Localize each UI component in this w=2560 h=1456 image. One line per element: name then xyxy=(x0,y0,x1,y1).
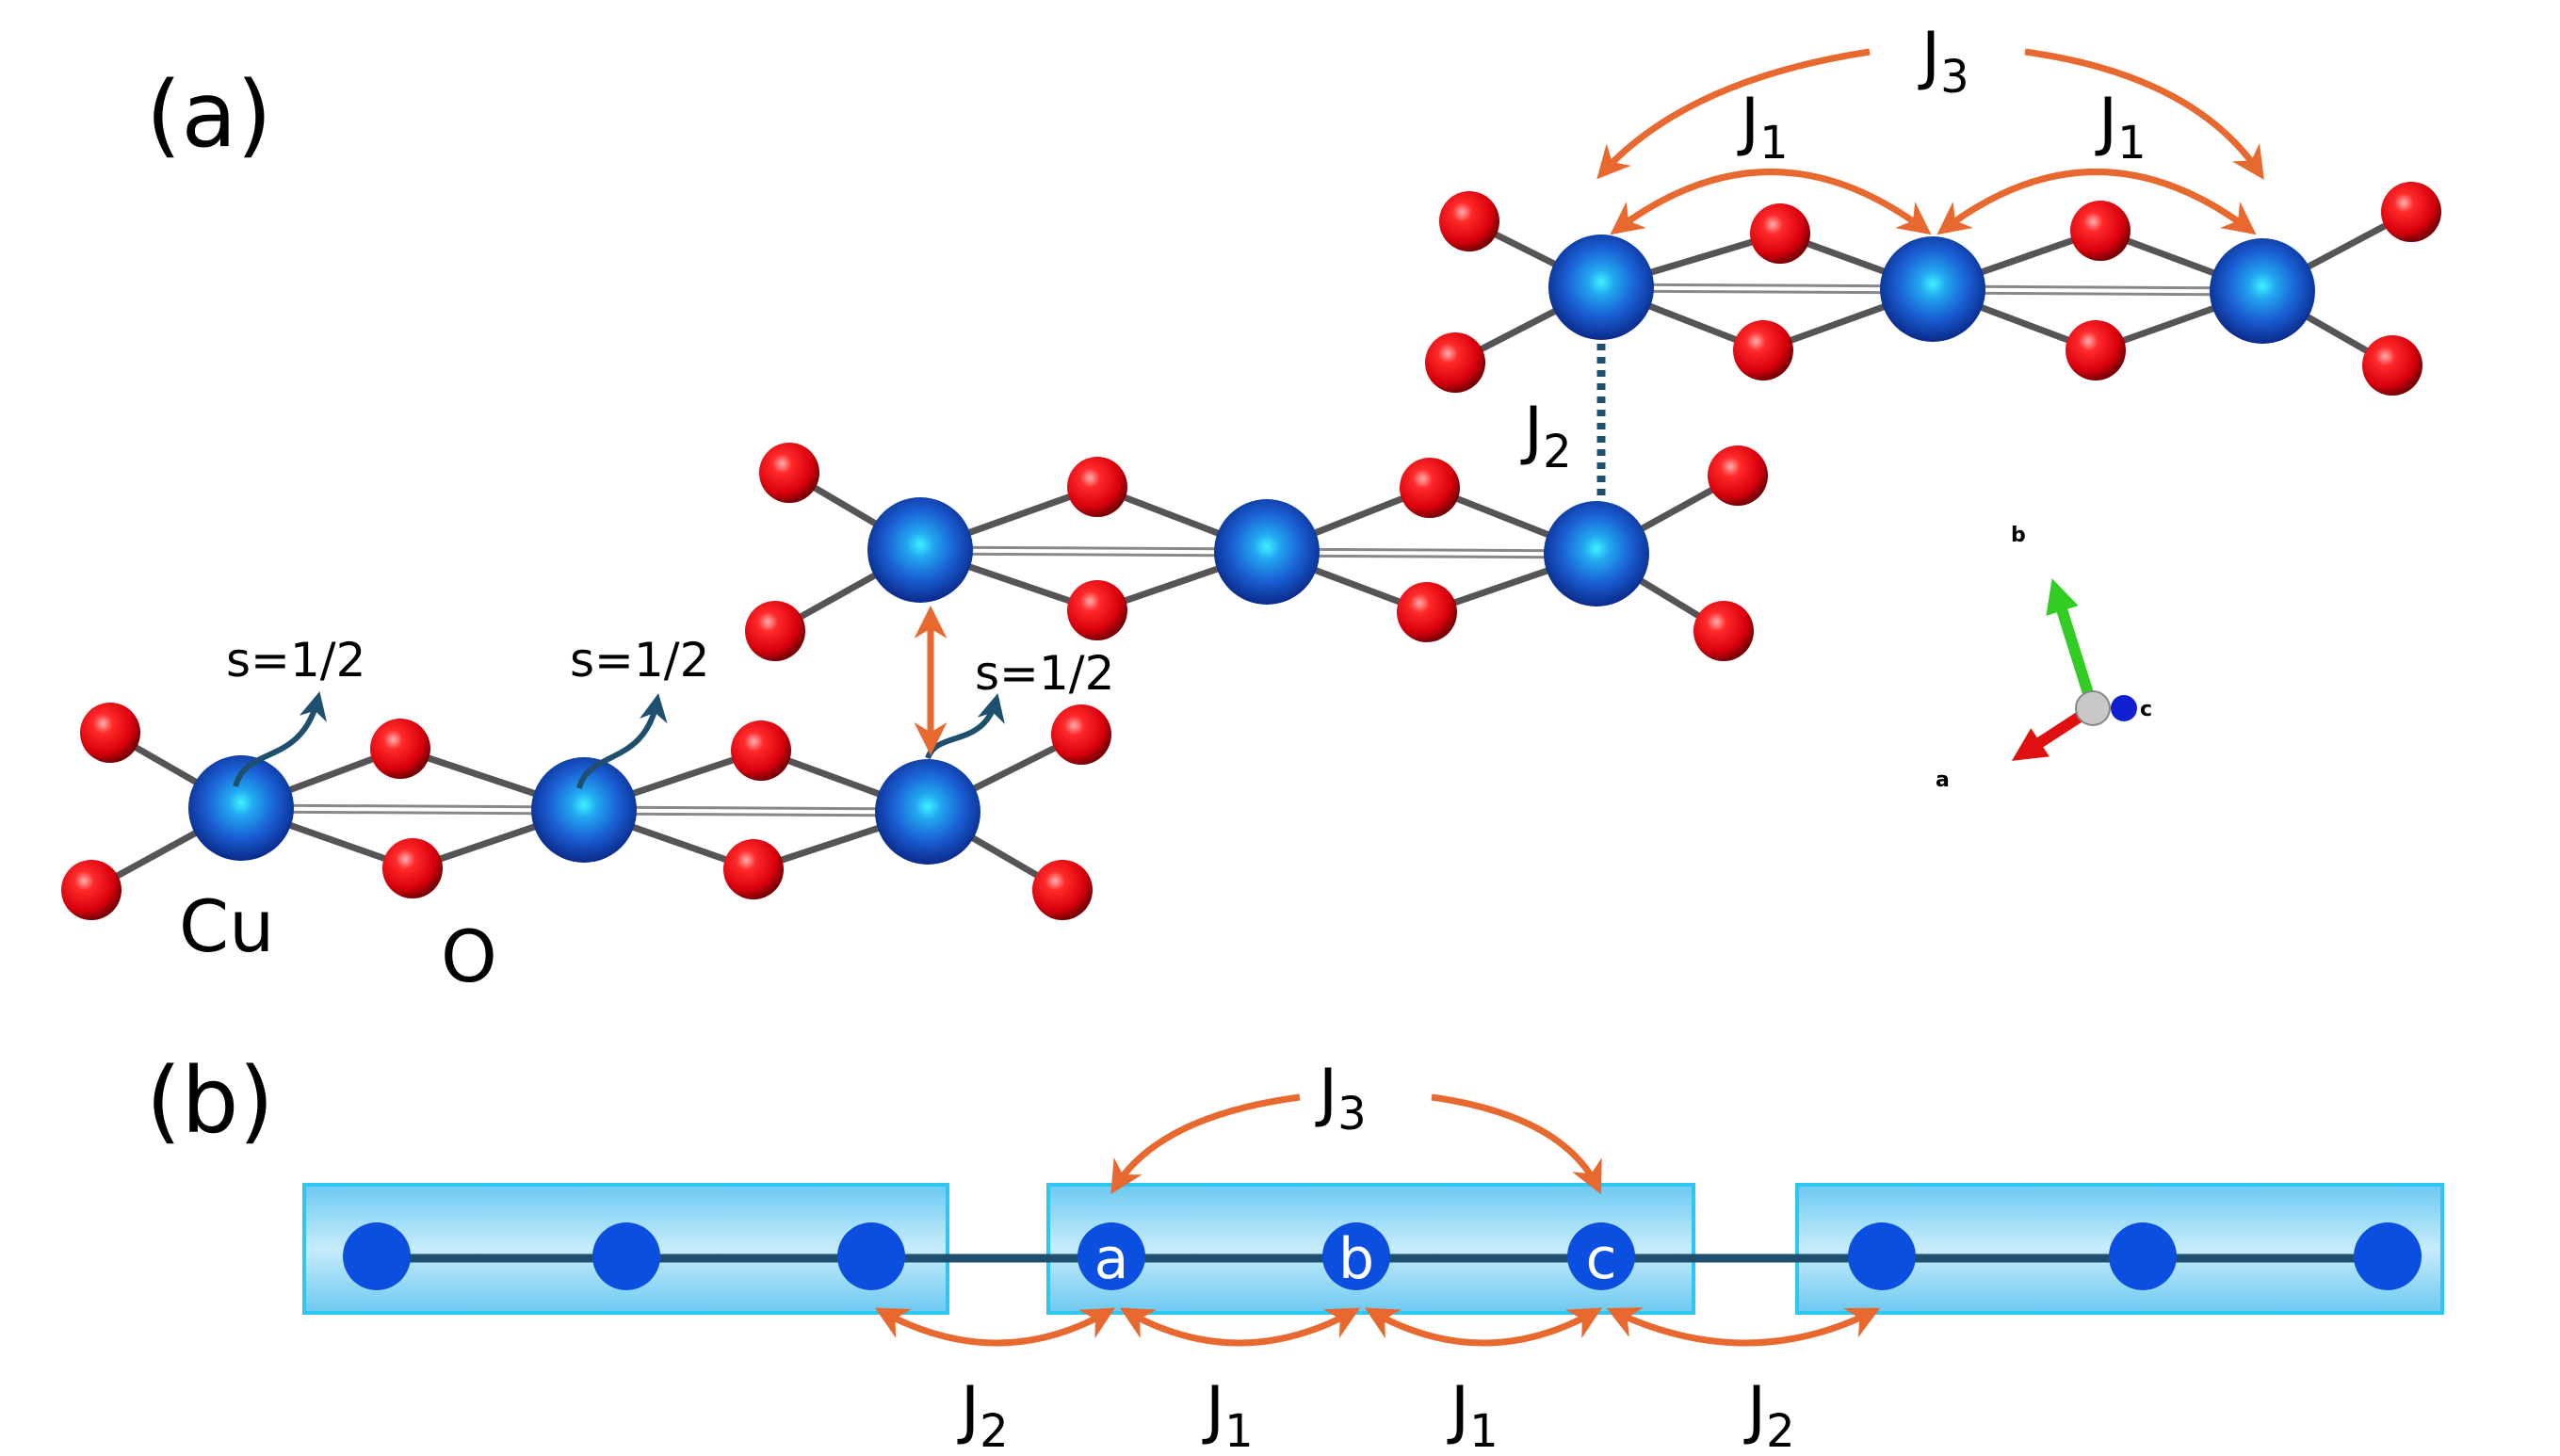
panel-b-label: (b) xyxy=(146,1048,274,1154)
copper-atom xyxy=(867,497,973,603)
site-label-c: c xyxy=(1586,1226,1617,1292)
chain-site xyxy=(1077,1222,1145,1290)
oxygen-atom xyxy=(1032,860,1093,920)
axis-a-label: a xyxy=(1936,768,1950,792)
j2-label: J2 xyxy=(1520,394,1572,478)
axis-c-label: c xyxy=(2140,698,2152,721)
oxygen-atom xyxy=(370,719,430,779)
copper-atom xyxy=(875,759,980,865)
oxygen-atom xyxy=(1693,601,1754,661)
j1-label: J1 xyxy=(2095,85,2147,170)
panel-a-label: (a) xyxy=(146,62,272,168)
oxygen-atom xyxy=(731,720,791,781)
chain-site xyxy=(2109,1222,2177,1290)
oxygen-atom xyxy=(61,860,122,920)
copper-atom xyxy=(188,755,294,861)
j1-label: J1 xyxy=(1202,1373,1254,1456)
copper-atom xyxy=(1544,501,1649,607)
oxygen-atom xyxy=(2381,182,2441,242)
site-label-a: a xyxy=(1094,1226,1129,1292)
chain-site xyxy=(592,1222,660,1290)
cu-atom-label: Cu xyxy=(179,884,274,968)
j3-label: J3 xyxy=(1315,1056,1367,1141)
chain-site xyxy=(1322,1222,1390,1290)
j3-label: J3 xyxy=(1918,19,1969,104)
j2-label: J2 xyxy=(1743,1373,1795,1456)
copper-atom xyxy=(1548,235,1654,340)
site-label-b: b xyxy=(1338,1226,1374,1292)
oxygen-atom xyxy=(1733,320,1793,380)
copper-atom xyxy=(1880,236,1985,342)
spin-label: s=1/2 xyxy=(570,633,709,688)
coupling-arcs-top xyxy=(1596,48,2264,235)
oxygen-atom xyxy=(80,703,140,763)
oxygen-atom xyxy=(1067,580,1127,640)
chain-site xyxy=(2354,1222,2422,1290)
chain-site xyxy=(343,1222,411,1290)
oxygen-atom xyxy=(1439,191,1499,251)
o-atom-label: O xyxy=(441,914,497,998)
cu-o-layer-bottom xyxy=(61,703,1111,920)
oxygen-atom xyxy=(1397,582,1457,642)
oxygen-atom xyxy=(759,443,819,503)
j1-label: J1 xyxy=(1737,85,1789,170)
j2-label: J2 xyxy=(957,1373,1009,1456)
oxygen-atom xyxy=(1425,332,1485,393)
oxygen-atom xyxy=(2066,320,2126,380)
oxygen-atom xyxy=(2070,201,2131,261)
chain-sites xyxy=(343,1222,2422,1290)
axis-b-label: b xyxy=(2011,524,2026,547)
cu-o-layer-top xyxy=(1425,182,2441,396)
copper-atom xyxy=(2210,238,2315,344)
coupling-arcs-chain xyxy=(874,1093,1881,1347)
chain-site xyxy=(1848,1222,1916,1290)
oxygen-atom xyxy=(1708,445,1768,506)
oxygen-atom xyxy=(2362,335,2422,396)
j1-label: J1 xyxy=(1447,1373,1499,1456)
chain-site xyxy=(837,1222,905,1290)
cu-o-layer-middle xyxy=(745,443,1768,661)
spin-label: s=1/2 xyxy=(975,646,1114,701)
oxygen-atom xyxy=(1067,457,1127,517)
spin-label: s=1/2 xyxy=(226,633,365,688)
oxygen-atom xyxy=(723,839,784,899)
crystal-axes: a b c xyxy=(1936,524,2152,792)
chain-site xyxy=(1567,1222,1635,1290)
copper-atom xyxy=(531,757,637,863)
oxygen-atom xyxy=(1400,458,1460,518)
oxygen-atom xyxy=(1750,203,1810,264)
oxygen-atom xyxy=(745,601,805,661)
oxygen-atom xyxy=(382,838,443,898)
oxygen-atom xyxy=(1051,704,1111,765)
copper-atom xyxy=(1214,499,1320,605)
